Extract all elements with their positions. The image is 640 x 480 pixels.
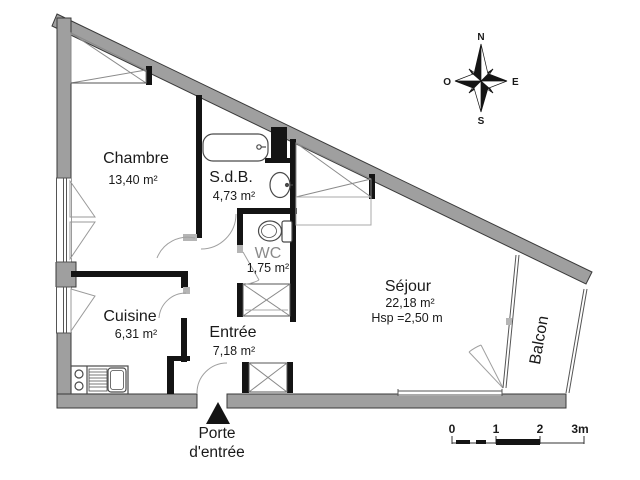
chambre-window [55, 177, 96, 263]
door-jambs [183, 234, 243, 294]
cuisine-window-casement [70, 288, 96, 333]
sloped-top-wall [51, 13, 593, 285]
bottom-wall-left [56, 393, 198, 409]
cuisine-window [55, 286, 96, 334]
closets [70, 32, 372, 393]
sdb-area: 4,73 m² [213, 189, 255, 203]
compass-east-label: E [512, 77, 519, 88]
scale-label-3m: 3m [571, 422, 588, 436]
wall-sdb-wc-top [237, 208, 297, 214]
room-label-wc: WC 1,75 m² [247, 245, 289, 275]
interior-walls [71, 66, 375, 394]
stove-burner [74, 369, 84, 379]
kitchen-counter [70, 365, 129, 395]
scale-label-0: 0 [449, 422, 456, 436]
cuisine-door-swing [158, 292, 187, 319]
entry-door-label-line1: Porte [198, 425, 235, 442]
drainboard [88, 368, 108, 392]
door-swings [156, 213, 504, 394]
room-label-sejour: Séjour 22,18 m² Hsp =2,50 m [371, 278, 442, 325]
balcony [502, 254, 588, 394]
compass-rose-icon: N S E O [443, 32, 519, 127]
wall-cuisine-entree [181, 318, 187, 362]
wall-chambre-cuisine [71, 271, 188, 277]
wall-sdb-right-connector [265, 158, 291, 163]
cuisine-name: Cuisine [103, 308, 156, 325]
sejour-closet [295, 142, 372, 226]
fixtures [70, 133, 293, 395]
wall-entree-sejour [290, 139, 296, 322]
scale-label-1: 1 [493, 422, 500, 436]
room-label-chambre: Chambre 13,40 m² [103, 150, 169, 187]
chambre-closet [70, 32, 147, 84]
wall-entree-closet-right-stub [287, 362, 293, 393]
entree-area: 7,18 m² [213, 344, 255, 358]
wall-stub-hall [181, 271, 188, 288]
outer-walls [51, 13, 593, 409]
wc-closet [242, 283, 291, 317]
bathroom-sink [269, 171, 293, 199]
wc-name: WC [255, 245, 282, 262]
compass-west-label: O [443, 77, 451, 88]
compass-south-label: S [478, 116, 485, 127]
room-label-cuisine: Cuisine 6,31 m² [103, 308, 157, 341]
balcony-door-swing [468, 344, 504, 389]
kitchen-sink [107, 367, 127, 393]
cuisine-area: 6,31 m² [115, 327, 157, 341]
entry-arrow-icon [206, 402, 230, 424]
sdb-name: S.d.B. [209, 169, 253, 186]
balcony-railing [565, 288, 585, 394]
toilet [257, 220, 293, 243]
balcon-name: Balcon [527, 315, 552, 366]
wall-entree-closet-left-stub [242, 362, 249, 393]
room-label-sdb: S.d.B. 4,73 m² [209, 169, 255, 203]
wall-wc-left [237, 208, 243, 252]
chambre-name: Chambre [103, 150, 169, 167]
entry-door-label-line2: d'entrée [189, 444, 245, 461]
wall-chambre-sdb [196, 95, 202, 238]
sejour-area: 22,18 m² [385, 296, 434, 310]
entry-door-label: Porte d'entrée [189, 425, 245, 461]
stove-burner [74, 381, 84, 391]
sejour-name: Séjour [385, 278, 432, 295]
sdb-door-swing [200, 213, 237, 250]
wall-sejour-closet-stub [369, 174, 375, 199]
entree-name: Entrée [209, 324, 256, 341]
sejour-ceiling-height: Hsp =2,50 m [371, 311, 442, 325]
entry-door-swing [196, 362, 228, 394]
bathtub [202, 133, 269, 162]
scale-label-2: 2 [537, 422, 544, 436]
compass-north-label: N [477, 32, 484, 43]
wc-door-swing [242, 251, 260, 285]
wall-closet-left-stub [237, 283, 243, 317]
wall-kitchen-l-vertical [167, 356, 174, 394]
chambre-window-casements [69, 179, 96, 261]
room-label-entree: Entrée 7,18 m² [209, 324, 256, 358]
wall-kitchen-l-horizontal [167, 356, 190, 361]
bottom-wall-right [226, 393, 567, 409]
wall-sdb-right-chunk [271, 127, 287, 163]
scale-bar: 0 1 2 3m [449, 422, 589, 445]
chambre-area: 13,40 m² [108, 173, 157, 187]
wall-chambre-closet-stub [146, 66, 152, 85]
entree-closet [248, 362, 288, 393]
wc-area: 1,75 m² [247, 261, 289, 275]
chambre-door-swing [156, 236, 196, 259]
sejour-window [397, 389, 503, 396]
windows [55, 177, 503, 396]
room-labels: Chambre 13,40 m² S.d.B. 4,73 m² WC 1,75 … [103, 150, 552, 461]
